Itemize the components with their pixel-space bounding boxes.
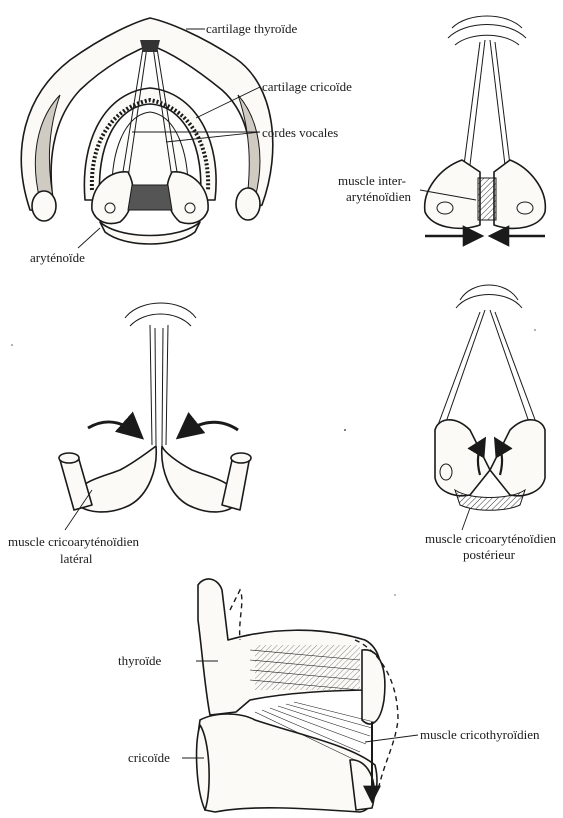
label-cricoid: cricoïde: [128, 750, 170, 765]
figure-cricothyroid: [182, 579, 418, 812]
label-arytenoid: aryténoïde: [30, 250, 85, 265]
label-thyroid-cartilage: cartilage thyroïde: [206, 21, 298, 36]
figure-lateral-cricoarytenoid: [59, 303, 251, 530]
label-cricothyroid: muscle cricothyroïdien: [420, 727, 540, 742]
label-posterior-1: muscle cricoaryténoïdien: [425, 531, 557, 546]
label-posterior-2: postérieur: [463, 547, 516, 562]
label-lateral-1: muscle cricoaryténoïdien: [8, 534, 140, 549]
label-cricoid-cartilage: cartilage cricoïde: [262, 79, 352, 94]
figure-larynx-top-view: [21, 18, 273, 248]
label-interarytenoid-2: aryténoïdien: [346, 189, 411, 204]
label-interarytenoid-1: muscle inter-: [338, 173, 406, 188]
label-thyroid: thyroïde: [118, 653, 162, 668]
figure-interarytenoid: [420, 16, 545, 236]
figure-posterior-cricoarytenoid: [435, 285, 545, 530]
label-lateral-2: latéral: [60, 551, 93, 566]
label-vocal-cords: cordes vocales: [262, 125, 338, 140]
